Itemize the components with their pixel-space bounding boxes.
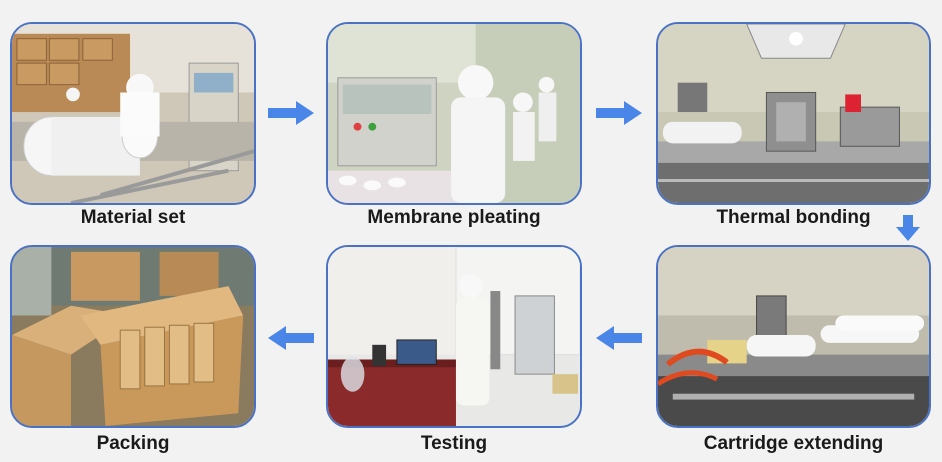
photo-cartridge-extending [656,245,931,428]
step-label-thermal-bonding: Thermal bonding [656,207,931,229]
cartridge-extending-image [658,247,929,426]
arrow-down-icon [896,215,920,241]
arrow-right-icon [596,101,642,125]
arrow-right-1 [268,101,314,125]
membrane-pleating-image [328,24,580,203]
photo-testing [326,245,582,428]
step-label-packing: Packing [10,433,256,455]
photo-material-set [10,22,256,205]
photo-membrane-pleating [326,22,582,205]
step-label-membrane-pleating: Membrane pleating [326,207,582,229]
step-label-testing: Testing [326,433,582,455]
step-label-cartridge-extending: Cartridge extending [656,433,931,455]
arrow-left-icon [268,326,314,350]
arrow-left-icon [596,326,642,350]
material-set-image [12,24,254,203]
arrow-left-1 [596,326,642,350]
photo-packing [10,245,256,428]
arrow-down [896,215,920,241]
thermal-bonding-image [658,24,929,203]
photo-thermal-bonding [656,22,931,205]
arrow-right-icon [268,101,314,125]
arrow-right-2 [596,101,642,125]
packing-image [12,247,254,426]
step-label-material-set: Material set [10,207,256,229]
testing-image [328,247,580,426]
arrow-left-2 [268,326,314,350]
